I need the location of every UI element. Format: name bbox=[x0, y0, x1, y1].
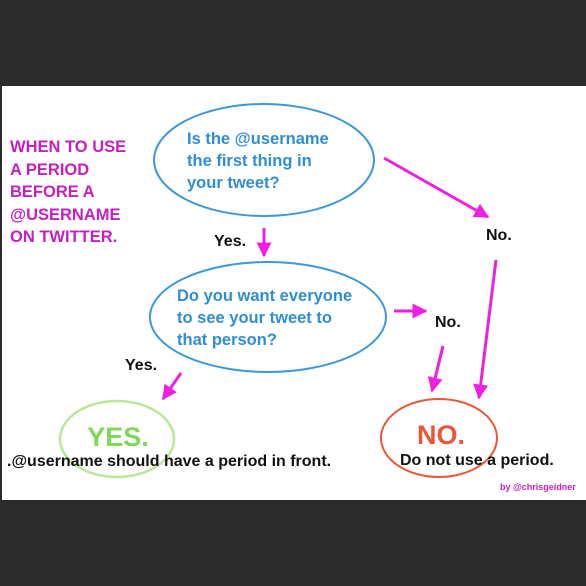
question2-line: to see your tweet to bbox=[177, 309, 332, 327]
q2-no-label: No. bbox=[435, 314, 461, 331]
title-line: A PERIOD bbox=[10, 160, 90, 179]
title-line: WHEN TO USE bbox=[10, 138, 127, 156]
question1-text: Is the @username the first thing in your… bbox=[187, 128, 367, 194]
title-line: @USERNAME bbox=[10, 205, 121, 224]
question1-line: your tweet? bbox=[187, 174, 280, 192]
yes-result-label: YES. bbox=[87, 422, 149, 452]
question2-text: Do you want everyone to see your tweet t… bbox=[177, 285, 382, 351]
title-line: BEFORE A bbox=[10, 183, 95, 201]
diagram-title: WHEN TO USE A PERIOD BEFORE A @USERNAME … bbox=[10, 136, 150, 249]
title-line: ON TWITTER. bbox=[10, 228, 118, 246]
yes-result-caption: .@username should have a period in front… bbox=[7, 453, 332, 470]
author-credit: by @chrisgeidner bbox=[500, 482, 576, 492]
arrow-no2-to-result bbox=[427, 345, 445, 393]
arrow-q2-yes bbox=[161, 372, 183, 401]
flowchart-panel: WHEN TO USE A PERIOD BEFORE A @USERNAME … bbox=[2, 86, 586, 500]
question2-line: Do you want everyone bbox=[177, 287, 353, 305]
no-result-caption: Do not use a period. bbox=[400, 452, 554, 469]
arrow-q1-no bbox=[383, 156, 490, 219]
arrow-no-to-result bbox=[473, 259, 498, 400]
q1-no-label: No. bbox=[486, 227, 512, 244]
no-result-label: NO. bbox=[416, 420, 465, 450]
question1-line: the first thing in bbox=[187, 152, 312, 170]
q2-yes-label: Yes. bbox=[125, 357, 158, 374]
q1-yes-label: Yes. bbox=[214, 233, 247, 250]
question2-line: that person? bbox=[177, 331, 277, 349]
question1-line: Is the @username bbox=[187, 130, 329, 148]
